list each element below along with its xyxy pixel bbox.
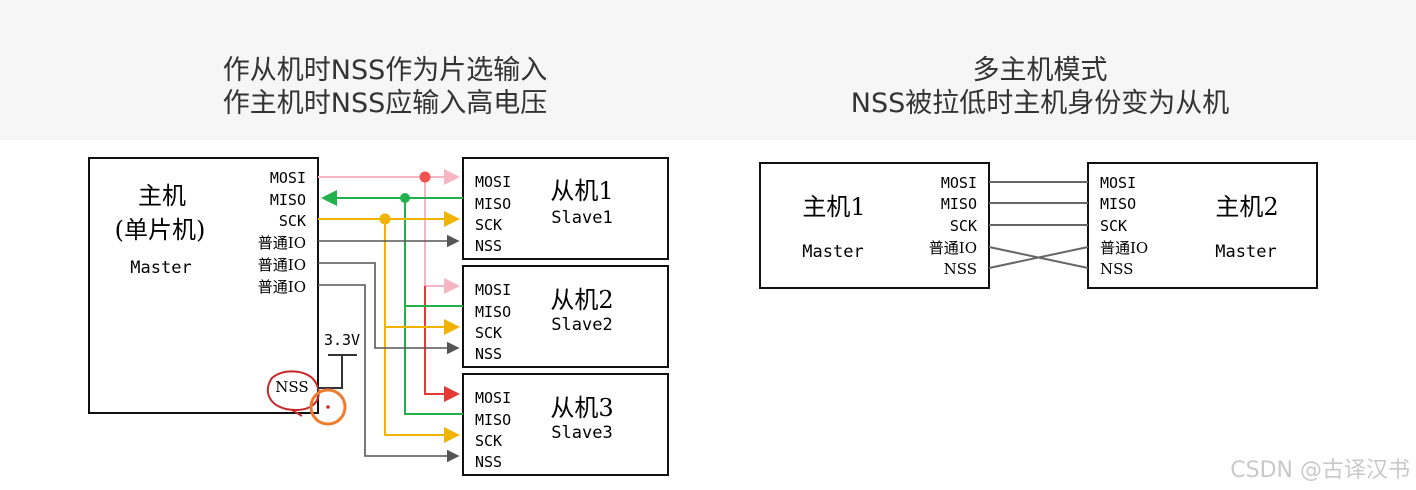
nss-red-tail (291, 409, 303, 417)
miso-wire-slave2 (404, 198, 463, 307)
mosi-wire-slave2 (424, 177, 460, 294)
master-pin-mosi: MOSI (270, 169, 306, 187)
sck-bus (318, 211, 460, 443)
master-pin-io3: 普通IO (258, 278, 306, 296)
title-band (0, 0, 1416, 140)
host2-pin-miso: MISO (1100, 195, 1136, 213)
left-title-line2: 作主机时NSS应输入高电压 (222, 88, 548, 119)
mosi-junction (419, 171, 431, 183)
miso-bus (321, 190, 463, 415)
slave-2: 从机2 Slave2 MOSI MISO SCK NSS (462, 265, 669, 368)
right-title-line1: 多主机模式 (972, 55, 1108, 86)
host1-label: Master (802, 242, 863, 262)
slave-1-pin-miso: MISO (475, 195, 511, 213)
orange-annotation-dot (326, 405, 330, 409)
cs-wire-slave2 (318, 262, 460, 355)
host2-pin-io: 普通IO (1100, 239, 1148, 257)
slave-3-name: 从机3 (550, 394, 613, 422)
nss-to-supply-wire (318, 355, 343, 389)
slave-3: 从机3 Slave3 MOSI MISO SCK NSS (462, 373, 669, 476)
cs-wire-slave3 (318, 284, 460, 463)
slave-1-name: 从机1 (550, 177, 613, 205)
slave-1-pin-sck: SCK (475, 216, 502, 234)
slave-2-box (462, 265, 669, 368)
sck-junction (379, 213, 391, 225)
host2-label: Master (1215, 242, 1276, 262)
slave-3-pin-sck: SCK (475, 432, 502, 450)
chip-select-wires (318, 234, 460, 463)
slave-1-label: Slave1 (551, 208, 612, 228)
multi-master-wires (988, 181, 1089, 269)
host2-pin-mosi: MOSI (1100, 174, 1136, 192)
left-title-line1: 作从机时NSS作为片选输入 (222, 55, 548, 86)
orange-annotation-circle (309, 388, 347, 426)
master-subname: (单片机) (115, 216, 206, 244)
master-pin-sck: SCK (279, 212, 306, 230)
slave-2-label: Slave2 (551, 315, 612, 335)
host1-pin-sck: SCK (950, 217, 977, 235)
slave-2-name: 从机2 (550, 286, 613, 314)
left-title: 作从机时NSS作为片选输入 作主机时NSS应输入高电压 (170, 54, 600, 120)
slave-3-label: Slave3 (551, 423, 612, 443)
watermark: CSDN @古译汉书 (1230, 458, 1410, 483)
slave-1-pin-mosi: MOSI (475, 173, 511, 191)
master-label: Master (130, 258, 191, 278)
master-name: 主机 (138, 182, 186, 210)
right-title-line2: NSS被拉低时主机身份变为从机 (850, 88, 1230, 119)
mm-nss-to-io-wire (988, 246, 1089, 269)
miso-wire-slave3 (404, 306, 463, 415)
nss-red-annotation (266, 370, 320, 412)
host1-name: 主机1 (802, 193, 865, 221)
mosi-bus (318, 169, 460, 402)
slave-3-pin-miso: MISO (475, 411, 511, 429)
master-pin-miso: MISO (270, 191, 306, 209)
host1-pin-miso: MISO (941, 195, 977, 213)
slave-2-pin-mosi: MOSI (475, 281, 511, 299)
host2-pin-sck: SCK (1100, 217, 1127, 235)
slave-2-pin-sck: SCK (475, 324, 502, 342)
slave-1-box (462, 157, 669, 260)
master-nss-label: NSS (275, 378, 308, 396)
slave-1: 从机1 Slave1 MOSI MISO SCK NSS (462, 157, 669, 260)
slave-1-pin-nss: NSS (475, 237, 502, 255)
slave-2-pin-nss: NSS (475, 345, 502, 363)
sck-wire-slave2 (384, 219, 460, 335)
slave-3-box (462, 373, 669, 476)
master-pin-io2: 普通IO (258, 256, 306, 274)
host1-pin-mosi: MOSI (941, 174, 977, 192)
slave-3-pin-nss: NSS (475, 453, 502, 471)
host2-name: 主机2 (1215, 193, 1278, 221)
host2-pin-nss: NSS (1100, 260, 1133, 278)
supply-voltage-label: 3.3V (324, 331, 360, 349)
master-pin-io1: 普通IO (258, 234, 306, 252)
mosi-wire-slave3 (424, 286, 460, 402)
slave-3-pin-mosi: MOSI (475, 389, 511, 407)
right-title: 多主机模式 NSS被拉低时主机身份变为从机 (800, 54, 1280, 120)
host1-pin-io: 普通IO (929, 239, 977, 257)
sck-wire-slave3 (384, 327, 460, 443)
slave-2-pin-miso: MISO (475, 303, 511, 321)
miso-junction (400, 193, 410, 203)
host1-pin-nss: NSS (944, 260, 977, 278)
